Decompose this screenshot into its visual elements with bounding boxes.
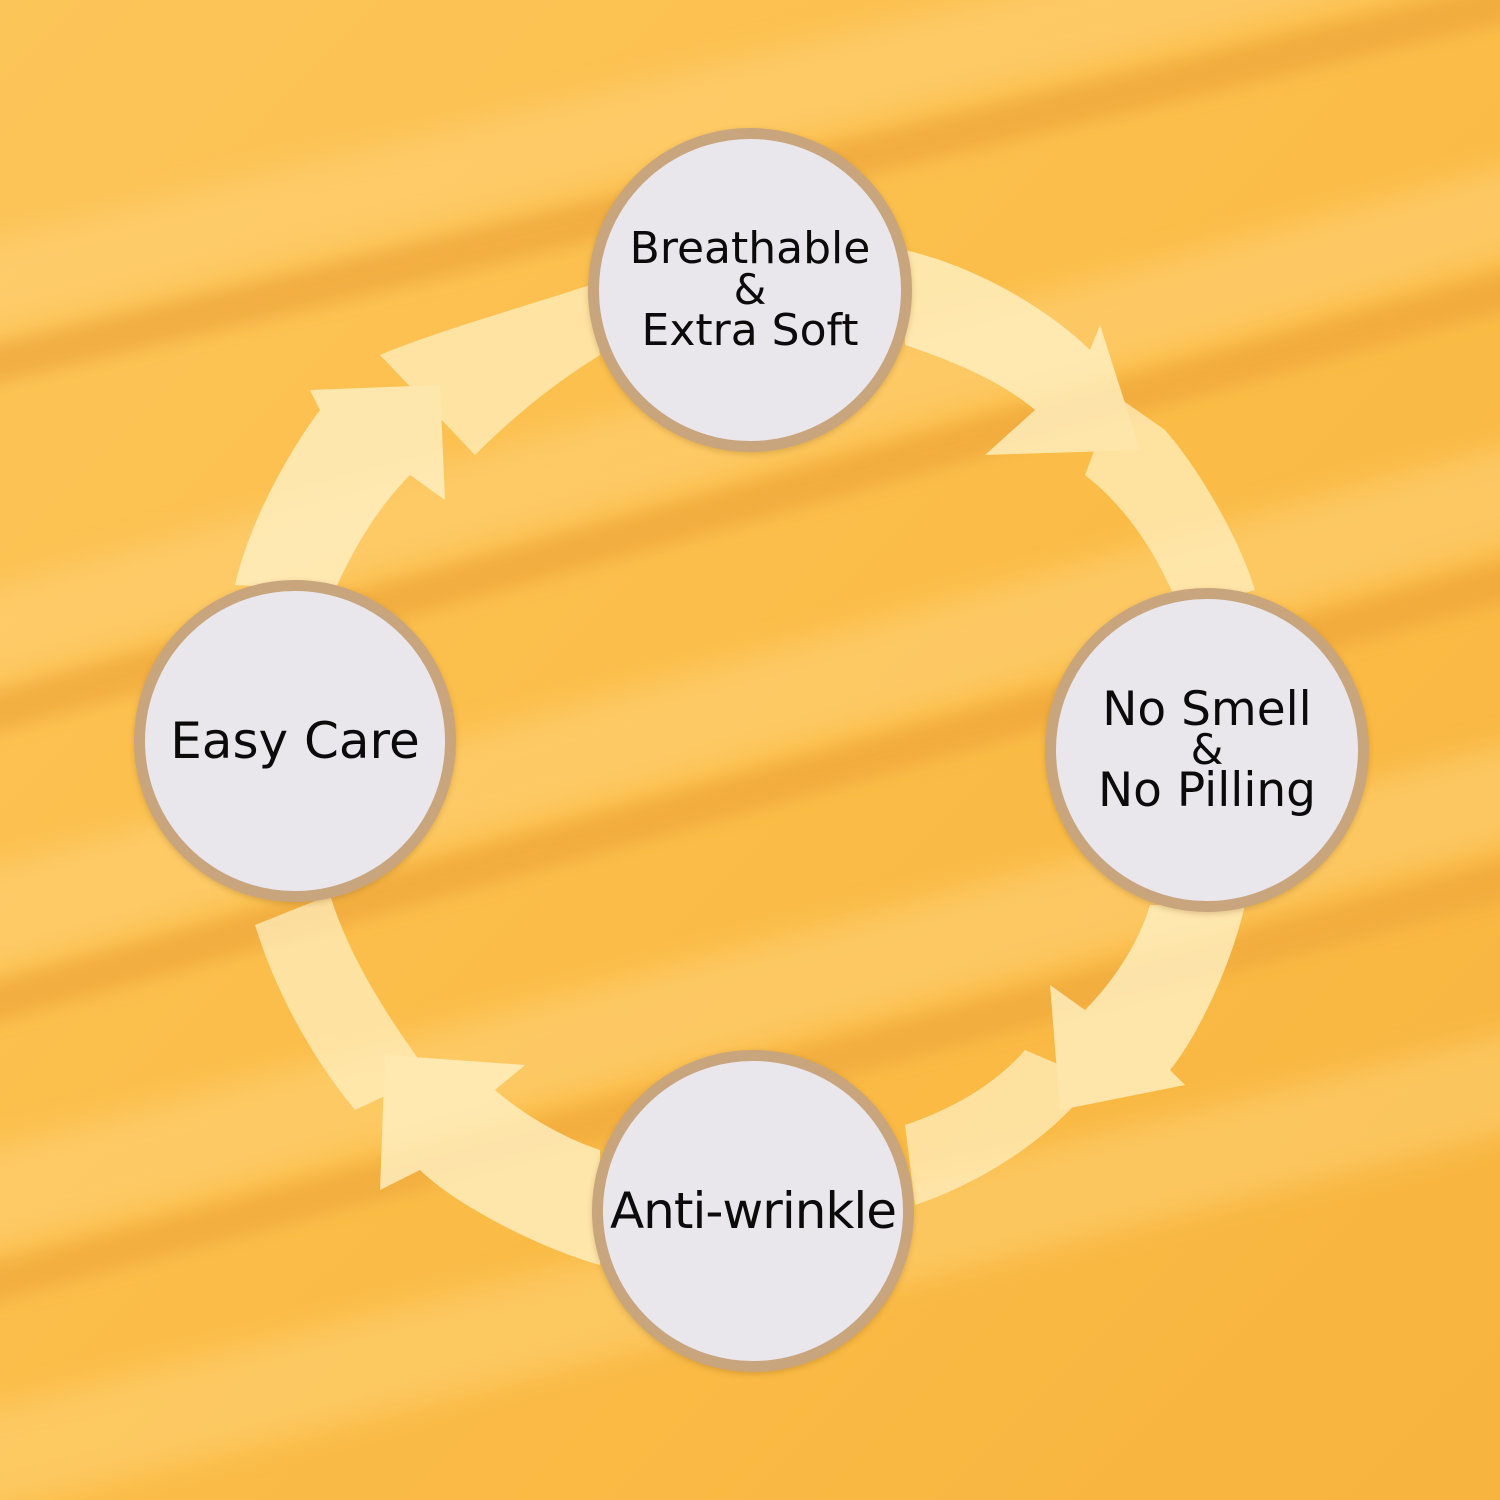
feature-line: Breathable xyxy=(629,223,871,274)
arrow-right-to-bottom xyxy=(1050,905,1245,1110)
arrow-left-to-top xyxy=(235,385,445,590)
feature-line: No Smell xyxy=(1102,682,1312,737)
arrow-bottom-to-left xyxy=(380,1055,600,1265)
feature-line: Easy Care xyxy=(170,712,420,770)
feature-badge-no-smell: No Smell & No Pilling xyxy=(1045,588,1369,912)
feature-ampersand: & xyxy=(1190,725,1224,774)
feature-ampersand: & xyxy=(733,265,767,314)
arrow-left-to-top-tail xyxy=(380,285,600,455)
feature-badge-breathable: Breathable & Extra Soft xyxy=(588,128,912,452)
feature-badge-easy-care: Easy Care xyxy=(134,580,456,902)
arrow-top-to-right xyxy=(905,250,1140,455)
arrow-bottom-to-left-tail xyxy=(255,895,430,1110)
feature-line: No Pilling xyxy=(1097,763,1317,818)
arrow-top-to-right-tail xyxy=(1085,395,1255,610)
feature-line: Anti-wrinkle xyxy=(609,1182,897,1240)
arrow-right-to-bottom-tail xyxy=(905,1050,1095,1205)
feature-line: Extra Soft xyxy=(641,305,859,356)
feature-badge-anti-wrinkle: Anti-wrinkle xyxy=(592,1050,914,1372)
